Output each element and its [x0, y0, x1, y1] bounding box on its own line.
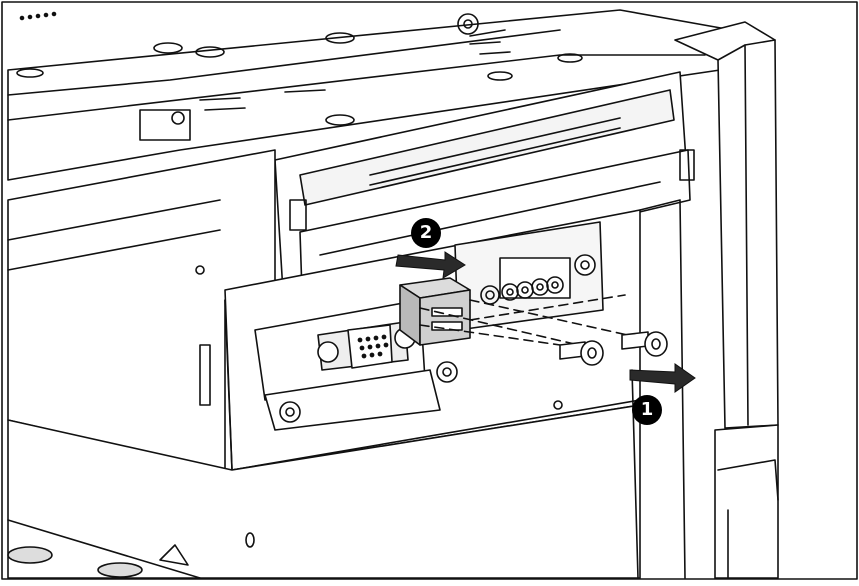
- chassis-top-panel: [7, 9, 761, 181]
- thumbscrew-left: [559, 340, 604, 366]
- callout-step-1: 1: [632, 395, 662, 425]
- chassis-right-post: [674, 21, 779, 579]
- callout-step-2: 2: [411, 218, 441, 248]
- arrow-step-2: [395, 251, 466, 279]
- removable-module: [399, 277, 471, 346]
- arrow-step-1: [629, 363, 696, 393]
- optical-drive-bay: [274, 71, 695, 293]
- thumbscrew-right: [621, 331, 668, 357]
- vga-bracket: [254, 299, 458, 431]
